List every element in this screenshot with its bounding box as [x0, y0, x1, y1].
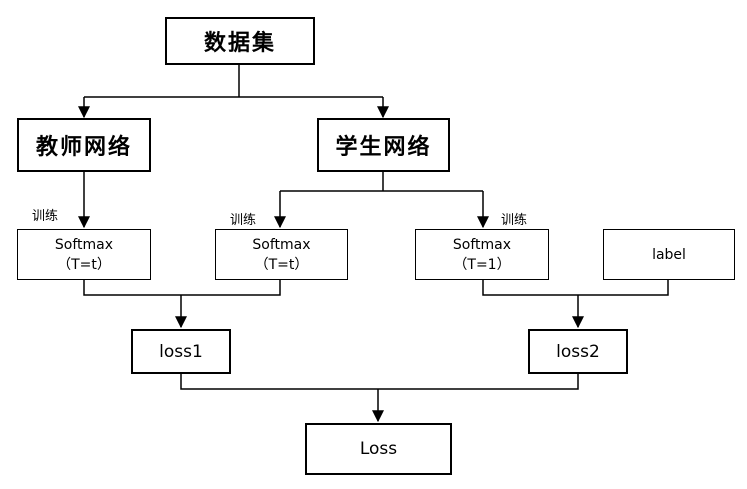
edge-loss-merge	[180, 374, 579, 390]
total-loss-label: Loss	[359, 439, 398, 459]
loss1-node: loss1	[131, 329, 231, 374]
student-network-label: 学生网络	[335, 135, 432, 160]
student-network-node: 学生网络	[317, 118, 450, 172]
loss1-label: loss1	[159, 341, 203, 362]
dataset-label: 数据集	[203, 31, 276, 56]
edge-student-split	[280, 172, 483, 192]
teacher-network-label: 教师网络	[35, 135, 132, 160]
dataset-node: 数据集	[165, 17, 315, 65]
softmax-student-t-node: Softmax （T=t）	[215, 229, 348, 280]
teacher-train-label: 训练	[32, 209, 59, 224]
edge-softmax-merge-1	[83, 280, 281, 296]
label-text: label	[652, 246, 686, 263]
teacher-network-node: 教师网络	[17, 118, 151, 172]
student-train-t-label: 训练	[230, 213, 257, 228]
softmax-student-t-line2: （T=t）	[254, 256, 309, 273]
loss2-label: loss2	[556, 341, 600, 362]
softmax-student-1-node: Softmax （T=1）	[415, 229, 549, 280]
softmax-student-1-line1: Softmax	[452, 236, 512, 253]
loss2-node: loss2	[528, 329, 628, 374]
softmax-student-1-line2: （T=1）	[453, 256, 511, 273]
label-node: label	[603, 229, 735, 280]
edge-softmax-merge-2	[482, 280, 669, 296]
student-train-1-label: 训练	[501, 213, 528, 228]
softmax-student-t-line1: Softmax	[252, 236, 311, 253]
total-loss-node: Loss	[305, 423, 452, 475]
softmax-teacher-line1: Softmax	[54, 236, 114, 253]
edge-dataset-split	[84, 65, 383, 98]
softmax-teacher-line2: （T=t）	[57, 256, 111, 273]
softmax-teacher-node: Softmax （T=t）	[17, 229, 151, 280]
